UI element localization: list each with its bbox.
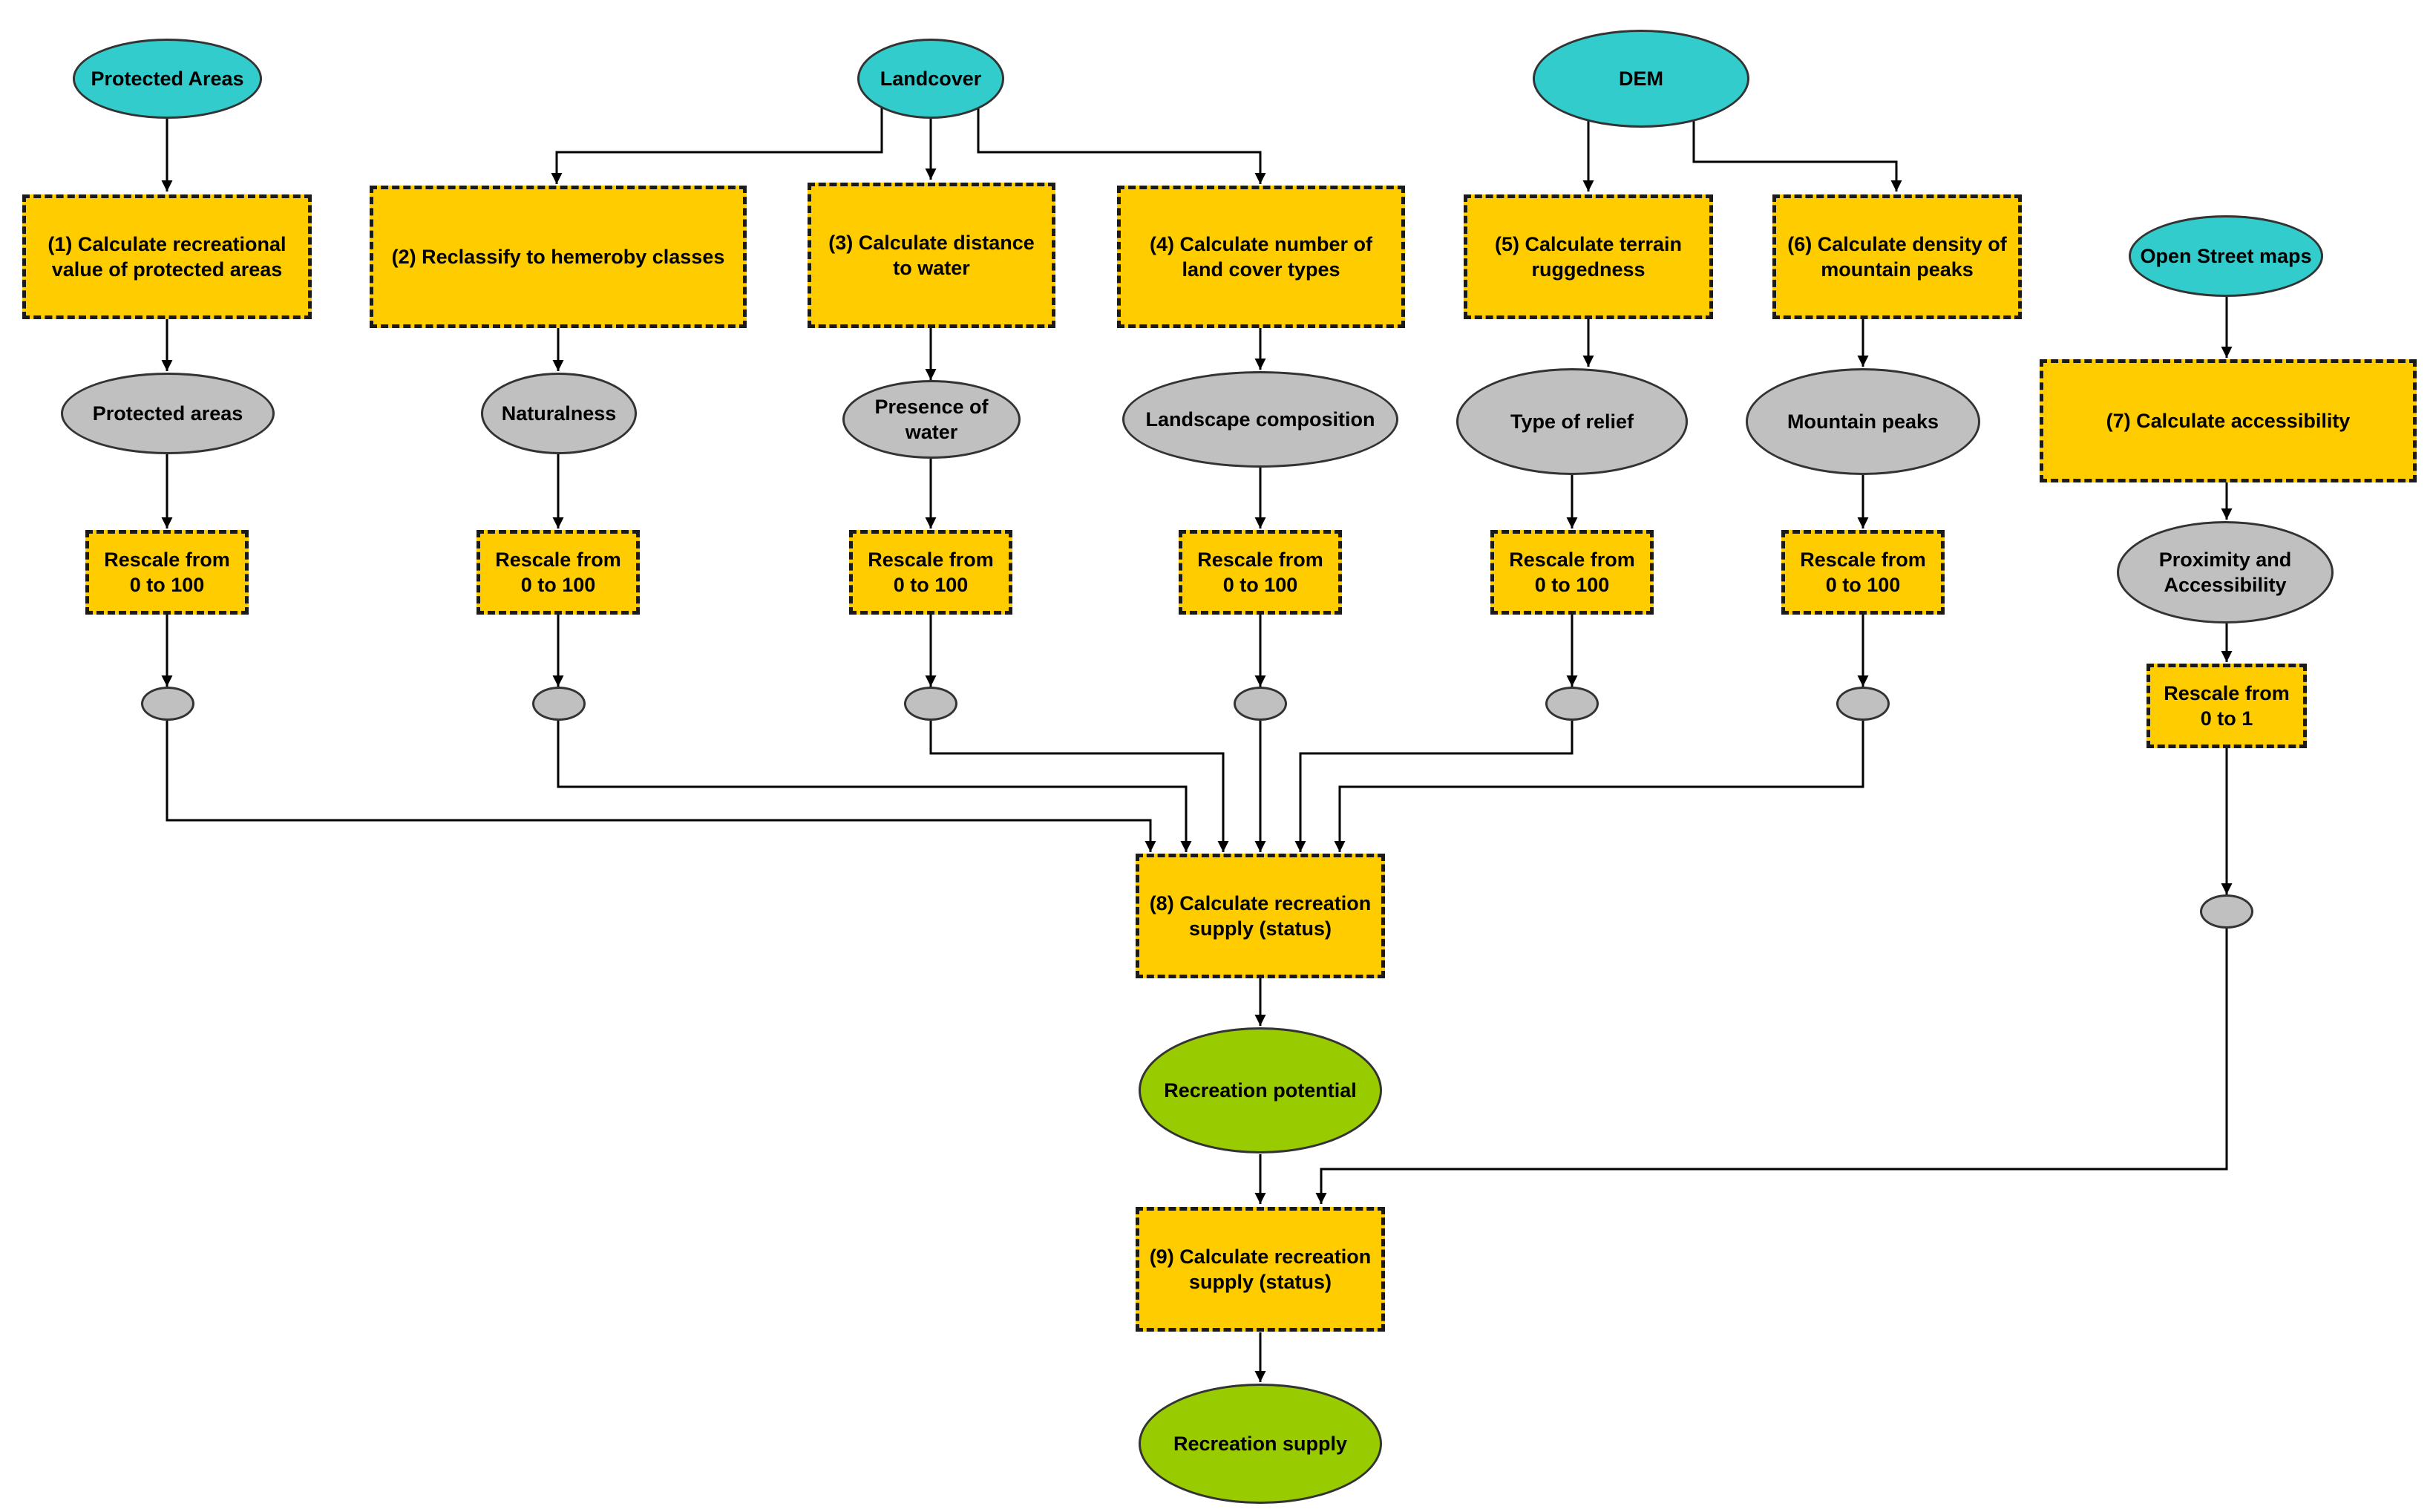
intermediate-proximity: Proximity and Accessibility — [2117, 521, 2334, 624]
edge-dot1-to-p8 — [166, 720, 1156, 852]
process-3: (3) Calculate distance to water — [808, 183, 1055, 328]
input-landcover: Landcover — [857, 39, 1004, 119]
junction-dot-2 — [532, 687, 586, 721]
rescale-7-label: Rescale from 0 to 1 — [2164, 682, 2290, 730]
intermediate-relief-label: Type of relief — [1510, 410, 1634, 433]
input-osm-label: Open Street maps — [2140, 245, 2312, 267]
edge-dem-to-p6 — [1692, 119, 1902, 192]
intermediate-relief: Type of relief — [1456, 368, 1688, 475]
edge-dot3-to-p8 — [929, 720, 1229, 852]
rescale-3-label: Rescale from 0 to 100 — [868, 549, 994, 596]
process-6-label: (6) Calculate density of mountain peaks — [1787, 233, 2007, 281]
process-8-label: (8) Calculate recreation supply (status) — [1149, 892, 1372, 940]
intermediate-landscape: Landscape composition — [1122, 371, 1398, 468]
rescale-5-label: Rescale from 0 to 100 — [1509, 549, 1635, 596]
input-dem-label: DEM — [1619, 68, 1663, 90]
rescale-2: Rescale from 0 to 100 — [477, 530, 640, 615]
edge-dot2-to-p8 — [557, 720, 1192, 852]
process-5-label: (5) Calculate terrain ruggedness — [1494, 233, 1683, 281]
intermediate-landscape-label: Landscape composition — [1145, 408, 1375, 431]
intermediate-naturalness: Naturalness — [481, 373, 637, 454]
output-recreation-supply-label: Recreation supply — [1173, 1433, 1348, 1455]
junction-dot-1 — [141, 687, 194, 721]
junction-dot-5 — [1545, 687, 1599, 721]
intermediate-water-label: Presence of water — [874, 396, 989, 443]
process-7-label: (7) Calculate accessibility — [2106, 410, 2351, 432]
process-8: (8) Calculate recreation supply (status) — [1136, 854, 1385, 978]
input-protected-areas-label: Protected Areas — [91, 68, 244, 90]
process-2: (2) Reclassify to hemeroby classes — [370, 186, 747, 328]
input-protected-areas: Protected Areas — [73, 39, 262, 119]
process-1-label: (1) Calculate recreational value of prot… — [48, 233, 286, 281]
intermediate-protected-areas: Protected areas — [61, 373, 275, 454]
junction-dot-3 — [904, 687, 957, 721]
process-5: (5) Calculate terrain ruggedness — [1464, 194, 1713, 319]
process-9: (9) Calculate recreation supply (status) — [1136, 1207, 1385, 1332]
rescale-6-label: Rescale from 0 to 100 — [1800, 549, 1926, 596]
rescale-1: Rescale from 0 to 100 — [85, 530, 249, 615]
edge-dot5-to-p8 — [1294, 720, 1574, 852]
rescale-5: Rescale from 0 to 100 — [1490, 530, 1654, 615]
junction-dot-6 — [1836, 687, 1890, 721]
intermediate-peaks: Mountain peaks — [1746, 368, 1980, 475]
process-7: (7) Calculate accessibility — [2040, 359, 2417, 482]
process-9-label: (9) Calculate recreation supply (status) — [1149, 1246, 1372, 1293]
intermediate-protected-areas-label: Protected areas — [92, 402, 243, 425]
rescale-4: Rescale from 0 to 100 — [1179, 530, 1342, 615]
rescale-2-label: Rescale from 0 to 100 — [495, 549, 621, 596]
rescale-1-label: Rescale from 0 to 100 — [104, 549, 230, 596]
intermediate-naturalness-label: Naturalness — [501, 402, 617, 425]
junction-dot-7 — [2200, 894, 2253, 929]
output-recreation-potential-label: Recreation potential — [1164, 1079, 1357, 1102]
output-recreation-potential: Recreation potential — [1139, 1027, 1382, 1153]
input-landcover-label: Landcover — [880, 68, 982, 90]
input-osm: Open Street maps — [2129, 215, 2323, 297]
output-recreation-supply: Recreation supply — [1139, 1384, 1382, 1504]
junction-dot-4 — [1234, 687, 1287, 721]
process-4-label: (4) Calculate number of land cover types — [1149, 233, 1373, 281]
input-dem: DEM — [1533, 30, 1749, 128]
process-4: (4) Calculate number of land cover types — [1117, 186, 1405, 328]
edge-lc-to-p4 — [977, 104, 1266, 184]
edge-lc-to-p2 — [551, 104, 883, 184]
process-1: (1) Calculate recreational value of prot… — [22, 194, 312, 319]
process-3-label: (3) Calculate distance to water — [828, 232, 1035, 279]
intermediate-peaks-label: Mountain peaks — [1787, 410, 1939, 433]
process-6: (6) Calculate density of mountain peaks — [1772, 194, 2022, 319]
rescale-7: Rescale from 0 to 1 — [2147, 664, 2307, 748]
edge-dot7-to-p9 — [1315, 928, 2228, 1204]
rescale-6: Rescale from 0 to 100 — [1781, 530, 1945, 615]
rescale-3: Rescale from 0 to 100 — [849, 530, 1012, 615]
intermediate-water: Presence of water — [842, 380, 1021, 459]
intermediate-proximity-label: Proximity and Accessibility — [2158, 549, 2292, 596]
edge-dot6-to-p8 — [1334, 720, 1864, 852]
process-2-label: (2) Reclassify to hemeroby classes — [391, 246, 725, 268]
rescale-4-label: Rescale from 0 to 100 — [1197, 549, 1323, 596]
